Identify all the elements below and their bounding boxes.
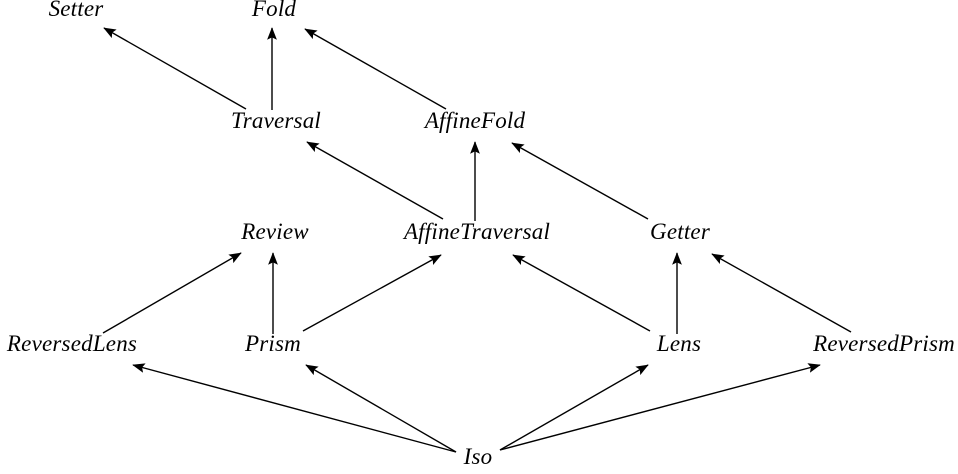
- node-affinetraversal[interactable]: AffineTraversal: [403, 219, 551, 244]
- node-iso[interactable]: Iso: [463, 444, 493, 469]
- node-review[interactable]: Review: [241, 219, 309, 244]
- node-traversal[interactable]: Traversal: [231, 108, 321, 133]
- node-getter[interactable]: Getter: [650, 219, 710, 244]
- edge-iso-prism: [305, 364, 457, 453]
- edge-prism-affinetraversal: [302, 254, 442, 332]
- node-setter[interactable]: Setter: [48, 0, 104, 21]
- edge-affinefold-fold: [304, 28, 447, 110]
- edge-iso-lens: [499, 364, 649, 451]
- node-reversedlens[interactable]: ReversedLens: [6, 331, 138, 356]
- node-reversedprism[interactable]: ReversedPrism: [813, 331, 955, 356]
- edge-affinetraversal-traversal: [306, 141, 444, 220]
- edge-traversal-setter: [103, 27, 247, 110]
- edge-getter-affinefold: [511, 142, 649, 220]
- edge-iso-reversedlens: [132, 363, 457, 453]
- edge-iso-reversedprism: [499, 363, 821, 451]
- node-lens[interactable]: Lens: [656, 331, 702, 356]
- node-prism[interactable]: Prism: [245, 331, 301, 356]
- edge-reversedprism-getter: [711, 253, 852, 333]
- edge-reversedlens-review: [102, 252, 242, 334]
- node-affinefold[interactable]: AffineFold: [424, 108, 526, 133]
- edge-lens-affinetraversal: [512, 254, 651, 332]
- node-fold[interactable]: Fold: [251, 0, 297, 21]
